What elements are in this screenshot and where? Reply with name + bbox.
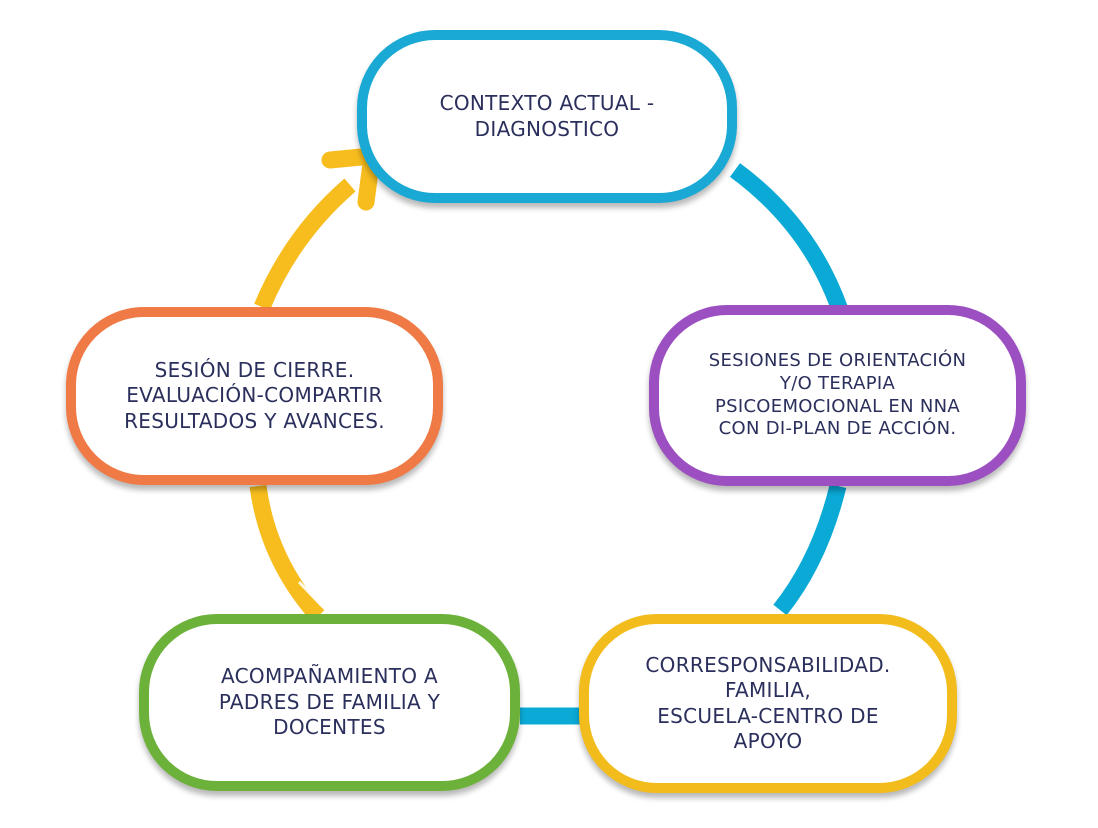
node-label: SESIÓN DE CIERRE. EVALUACIÓN-COMPARTIR R…: [124, 357, 385, 433]
node-label: SESIONES DE ORIENTACIÓN Y/O TERAPIA PSIC…: [708, 349, 967, 440]
node-sesion-cierre: SESIÓN DE CIERRE. EVALUACIÓN-COMPARTIR R…: [66, 307, 443, 485]
node-label: ACOMPAÑAMIENTO A PADRES DE FAMILIA Y DOC…: [218, 664, 441, 740]
node-contexto-diagnostico: CONTEXTO ACTUAL - DIAGNOSTICO: [357, 30, 737, 203]
node-acompanamiento: ACOMPAÑAMIENTO A PADRES DE FAMILIA Y DOC…: [139, 614, 520, 791]
node-sesiones-orientacion: SESIONES DE ORIENTACIÓN Y/O TERAPIA PSIC…: [649, 305, 1026, 486]
node-corresponsabilidad: CORRESPONSABILIDAD. FAMILIA, ESCUELA-CEN…: [579, 614, 957, 793]
connector-highlight: [298, 581, 324, 608]
node-label: CORRESPONSABILIDAD. FAMILIA, ESCUELA-CEN…: [645, 652, 891, 753]
cycle-connector-yellow: [249, 178, 356, 622]
cycle-connector-blue: [520, 163, 849, 725]
node-label: CONTEXTO ACTUAL - DIAGNOSTICO: [439, 91, 655, 141]
